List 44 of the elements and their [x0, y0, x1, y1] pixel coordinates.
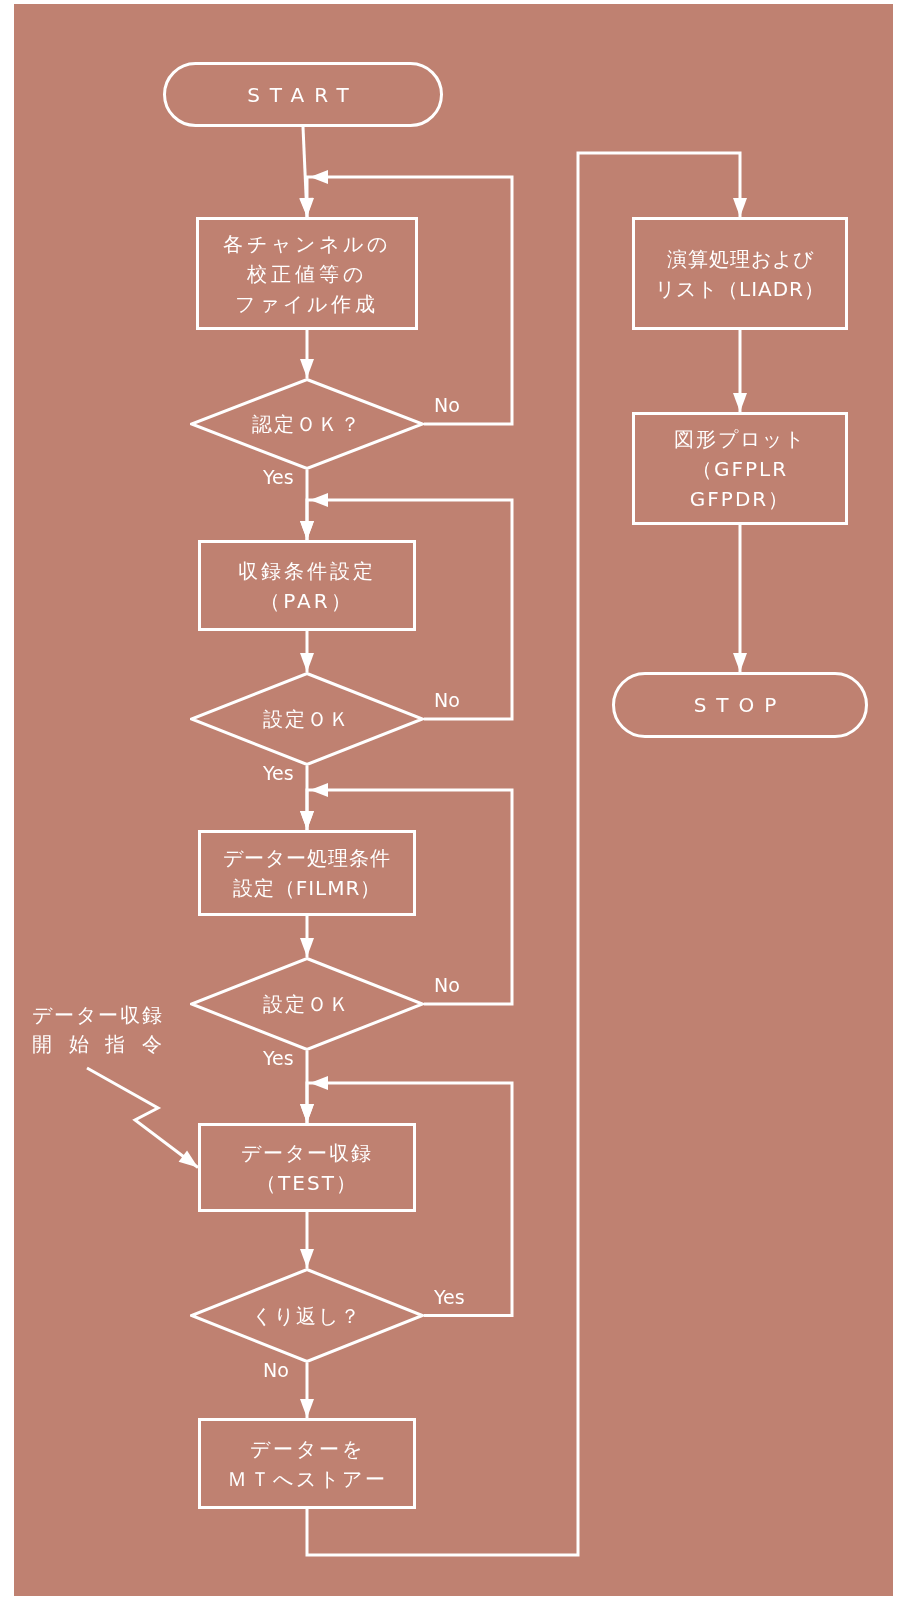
arrow [305, 151, 747, 1557]
terminal-box [612, 672, 868, 738]
arrow [300, 1363, 314, 1418]
decision-label: 設定ＯＫ [263, 706, 351, 733]
annotation-text: データー収録開始指令 [32, 1002, 164, 1058]
arrow [300, 916, 314, 957]
process-label: データー収録（TEST） [241, 1139, 373, 1197]
process-box [632, 217, 848, 330]
terminal-box [163, 62, 443, 127]
edge-label: Yes [263, 1047, 294, 1069]
lightning-arrow [86, 1066, 199, 1169]
edge-label: Yes [263, 466, 294, 488]
edge-label: No [434, 974, 460, 996]
process-label: 各チャンネルの校正値等のファイル作成 [223, 230, 391, 318]
terminal-label: STOP [693, 692, 787, 719]
process-label: データー処理条件設定（FILMR） [223, 845, 391, 902]
arrow [300, 1076, 514, 1317]
edge-label: No [434, 689, 460, 711]
edge-label: No [434, 394, 460, 416]
process-box [198, 540, 416, 631]
edge-label: No [263, 1359, 289, 1381]
process-label: 図形プロット（GFPLR GFPDR） [674, 425, 806, 513]
arrow [300, 170, 514, 426]
arrow [733, 525, 747, 672]
edge-label: Yes [263, 762, 294, 784]
arrow [300, 631, 314, 672]
arrow [300, 493, 514, 721]
process-box [198, 1123, 416, 1212]
process-label: データーをＭＴへストアー [226, 1435, 388, 1493]
arrow [733, 330, 747, 412]
decision-label: くり返し？ [252, 1302, 362, 1330]
arrow [300, 783, 514, 1006]
process-label: 収録条件設定（PAR） [238, 557, 376, 615]
process-box [632, 412, 848, 525]
decision-label: 認定ＯＫ？ [252, 411, 362, 438]
process-box [198, 830, 416, 916]
process-box [198, 1418, 416, 1509]
process-label: 演算処理およびリスト（LIADR） [655, 245, 825, 303]
terminal-label: START [247, 81, 359, 109]
decision-label: 設定ＯＫ [263, 991, 351, 1018]
arrow [300, 330, 314, 378]
process-box [196, 217, 418, 330]
arrow [300, 1212, 314, 1268]
edge-label: Yes [434, 1285, 465, 1308]
